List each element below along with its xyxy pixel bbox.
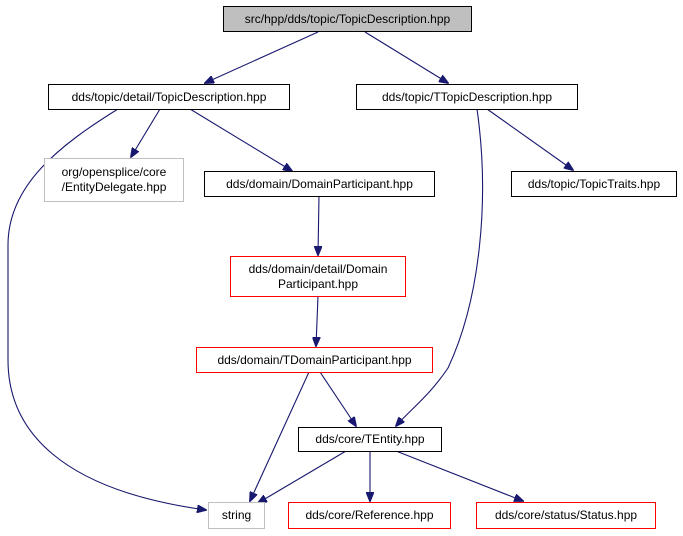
edge-tdomainparticipant-to-tentity [319,371,356,426]
edge-domainparticipant-to-detail-domainparticipant [318,194,319,255]
edge-tentity-to-string [258,450,347,503]
node-topictraits[interactable]: dds/topic/TopicTraits.hpp [511,171,677,197]
node-label-line: /EntityDelegate.hpp [61,180,167,194]
edge-ttopicdescription-to-topictraits [486,108,573,170]
edge-detail-topicdescription-to-domainparticipant [189,108,292,171]
node-label: dds/core/status/Status.hpp [494,508,638,522]
node-label: dds/domain/DomainParticipant.hpp [226,176,413,191]
edge-ttopicdescription-to-tentity [396,108,484,426]
edge-detail-topicdescription-to-string [7,108,206,510]
node-label: src/hpp/dds/topic/TopicDescription.hpp [244,11,451,26]
node-detail-topicdescription[interactable]: dds/topic/detail/TopicDescription.hpp [48,84,290,110]
node-label: string [221,508,252,522]
node-label-line: dds/domain/detail/Domain [248,261,388,276]
edge-tdomainparticipant-to-string [250,371,310,501]
node-label: dds/topic/detail/TopicDescription.hpp [71,89,267,104]
node-label: dds/core/Reference.hpp [305,508,434,522]
node-string[interactable]: string [208,502,265,529]
node-entitydelegate[interactable]: org/opensplice/core /EntityDelegate.hpp [44,158,184,202]
node-label: dds/domain/detail/Domain Participant.hpp [249,262,388,292]
node-status[interactable]: dds/core/status/Status.hpp [476,502,656,529]
node-reference[interactable]: dds/core/Reference.hpp [288,502,451,529]
node-ttopicdescription[interactable]: dds/topic/TTopicDescription.hpp [356,84,578,110]
edge-root-to-ttopicdescription [364,31,448,83]
edge-root-to-detail-topicdescription [205,31,319,83]
node-label: dds/topic/TopicTraits.hpp [527,176,661,191]
node-label: org/opensplice/core /EntityDelegate.hpp [62,165,167,195]
node-label: dds/topic/TTopicDescription.hpp [381,89,553,104]
node-detail-domainparticipant[interactable]: dds/domain/detail/Domain Participant.hpp [230,256,406,297]
node-label-line: org/opensplice/core [61,165,167,179]
node-label: dds/domain/TDomainParticipant.hpp [217,352,412,367]
node-tentity[interactable]: dds/core/TEntity.hpp [298,427,442,452]
node-tdomainparticipant[interactable]: dds/domain/TDomainParticipant.hpp [196,347,433,373]
edge-tentity-to-status [395,450,523,501]
node-root-topicdescription[interactable]: src/hpp/dds/topic/TopicDescription.hpp [223,6,472,32]
node-domainparticipant[interactable]: dds/domain/DomainParticipant.hpp [204,171,435,197]
node-label: dds/core/TEntity.hpp [315,432,425,446]
edge-detail-domainparticipant-to-tdomainparticipant [316,295,318,346]
node-label-line: Participant.hpp [277,276,359,291]
edge-detail-topicdescription-to-entitydelegate [131,108,161,157]
